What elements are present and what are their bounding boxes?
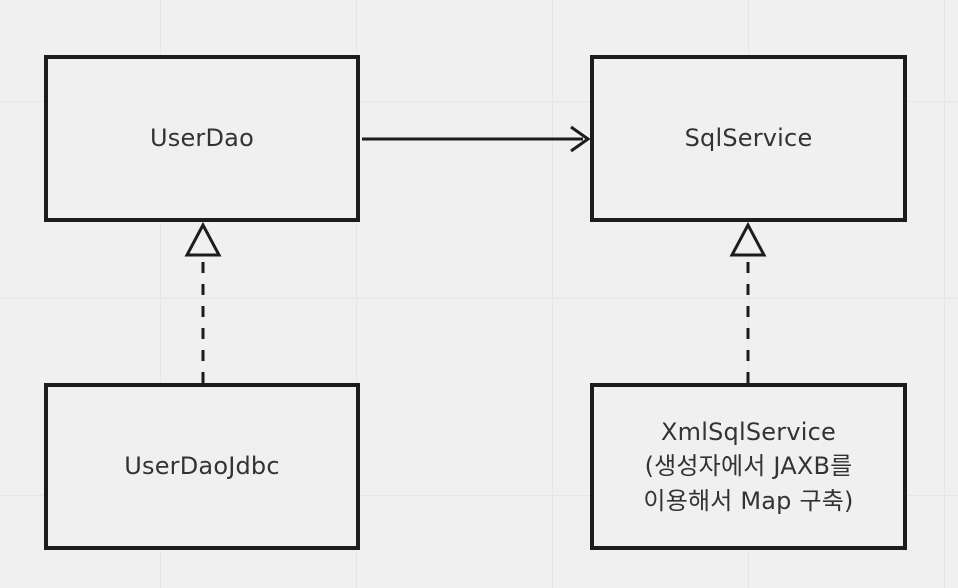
class-node-sqlservice[interactable]: SqlService [590,55,907,222]
class-node-xmlsqlservice[interactable]: XmlSqlService (생성자에서 JAXB를 이용해서 Map 구축) [590,383,907,550]
class-node-label: XmlSqlService (생성자에서 JAXB를 이용해서 Map 구축) [643,418,854,515]
edge-xmlsqlservice-implements-sqlservice [729,221,767,383]
class-node-label: SqlService [684,124,813,153]
class-node-label: UserDaoJdbc [124,452,280,481]
hollow-triangle-icon [184,221,222,257]
class-node-label: UserDao [150,124,254,153]
edge-userdao-to-sqlservice [362,125,591,153]
open-arrow-icon [570,125,591,153]
edge-userdaojdbc-implements-userdao [184,221,222,383]
hollow-triangle-icon [729,221,767,257]
class-node-userdaojdbc[interactable]: UserDaoJdbc [44,383,360,550]
class-node-userdao[interactable]: UserDao [44,55,360,222]
